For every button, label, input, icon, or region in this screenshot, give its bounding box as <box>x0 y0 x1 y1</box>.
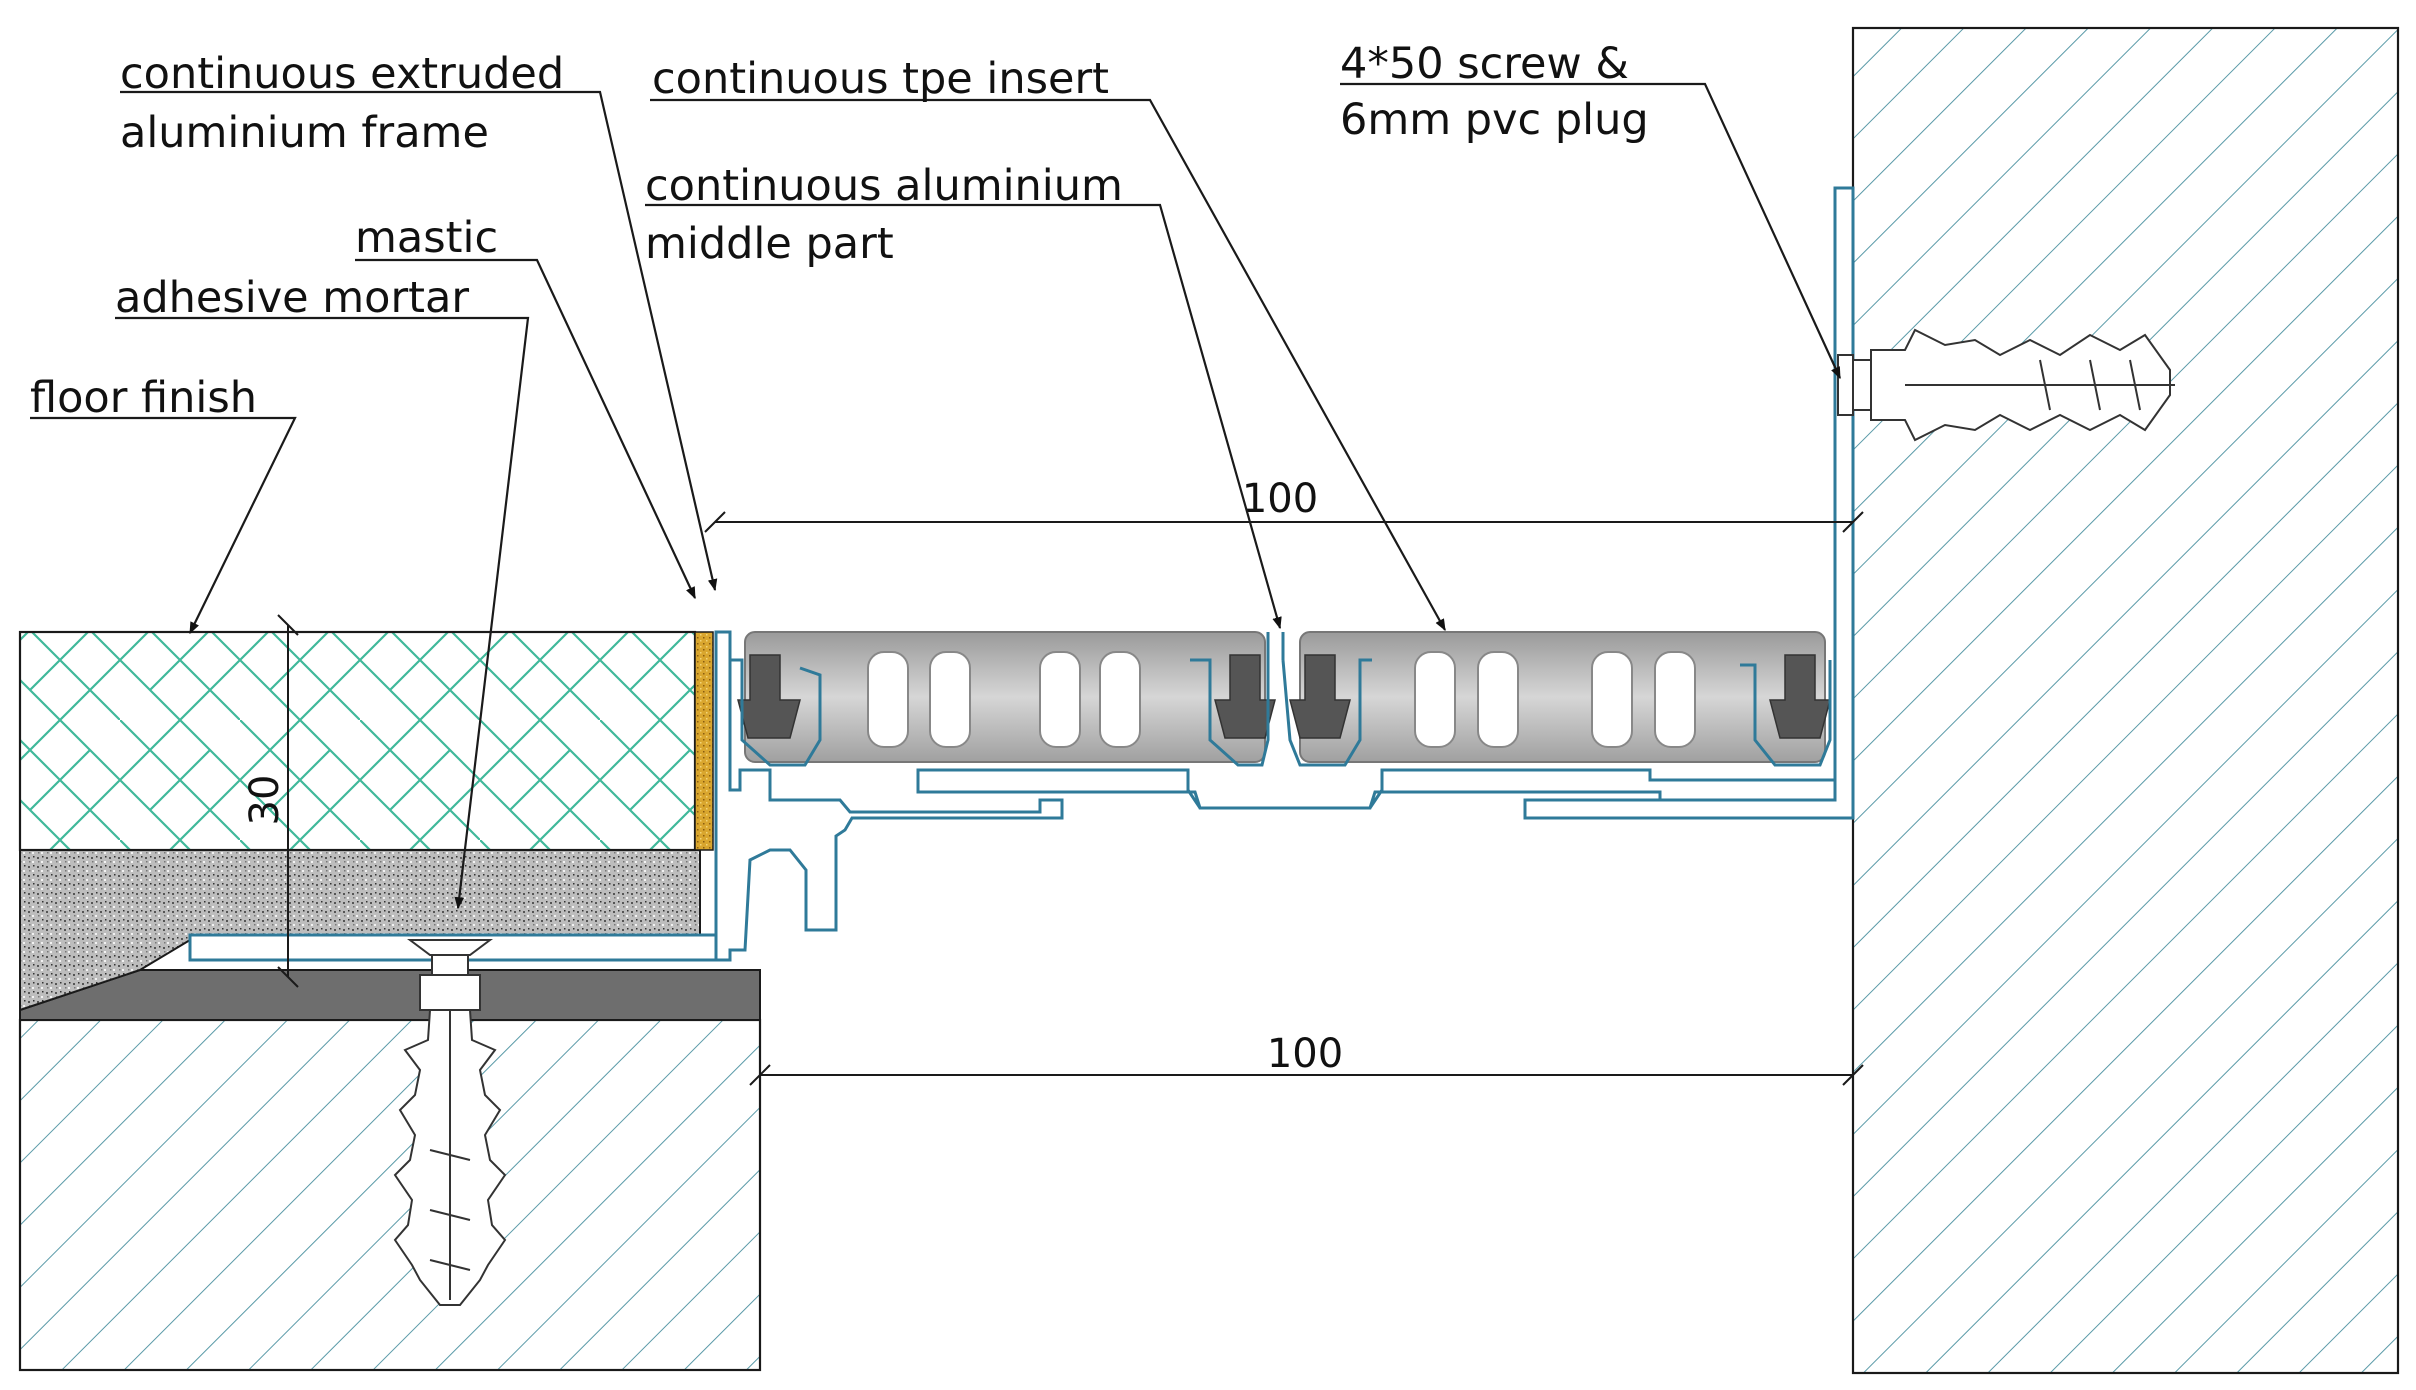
height-dimension-value: 30 <box>242 775 288 826</box>
bottom-dimension-value: 100 <box>1267 1031 1343 1077</box>
top-dimension-value: 100 <box>1242 476 1318 522</box>
mastic-strip <box>694 631 714 851</box>
right-aluminium-frame <box>1523 186 1855 820</box>
floor-screw-and-plug <box>393 939 507 1306</box>
label-screw-line2: 6mm pvc plug <box>1340 95 1649 145</box>
top-dimension <box>704 511 1864 533</box>
left-concrete-slab <box>18 1018 762 1372</box>
floor-finish-tiles <box>18 630 697 852</box>
label-floor-finish: floor finish <box>30 373 257 423</box>
tpe-insert-left <box>744 631 1266 763</box>
height-dimension <box>277 614 299 988</box>
label-middle-line2: middle part <box>645 219 894 269</box>
label-tpe-insert: continuous tpe insert <box>652 54 1109 104</box>
screed-layer <box>19 969 761 1021</box>
bottom-dimension <box>749 1064 1864 1086</box>
wall-screw-and-plug <box>1837 328 2175 442</box>
label-adhesive-mortar: adhesive mortar <box>115 273 469 323</box>
label-middle-line1: continuous aluminium <box>645 161 1123 211</box>
label-mastic: mastic <box>355 213 498 263</box>
label-frame-line2: aluminium frame <box>120 108 489 158</box>
leader-lines <box>30 82 1841 910</box>
tpe-insert-right <box>1299 631 1826 763</box>
insert-clips <box>737 654 1831 739</box>
right-wall <box>1851 26 2400 1375</box>
left-aluminium-frame <box>714 630 1064 962</box>
profile-pockets <box>730 632 1832 767</box>
label-screw-line1: 4*50 screw & <box>1340 39 1629 89</box>
label-frame-line1: continuous extruded <box>120 49 564 99</box>
